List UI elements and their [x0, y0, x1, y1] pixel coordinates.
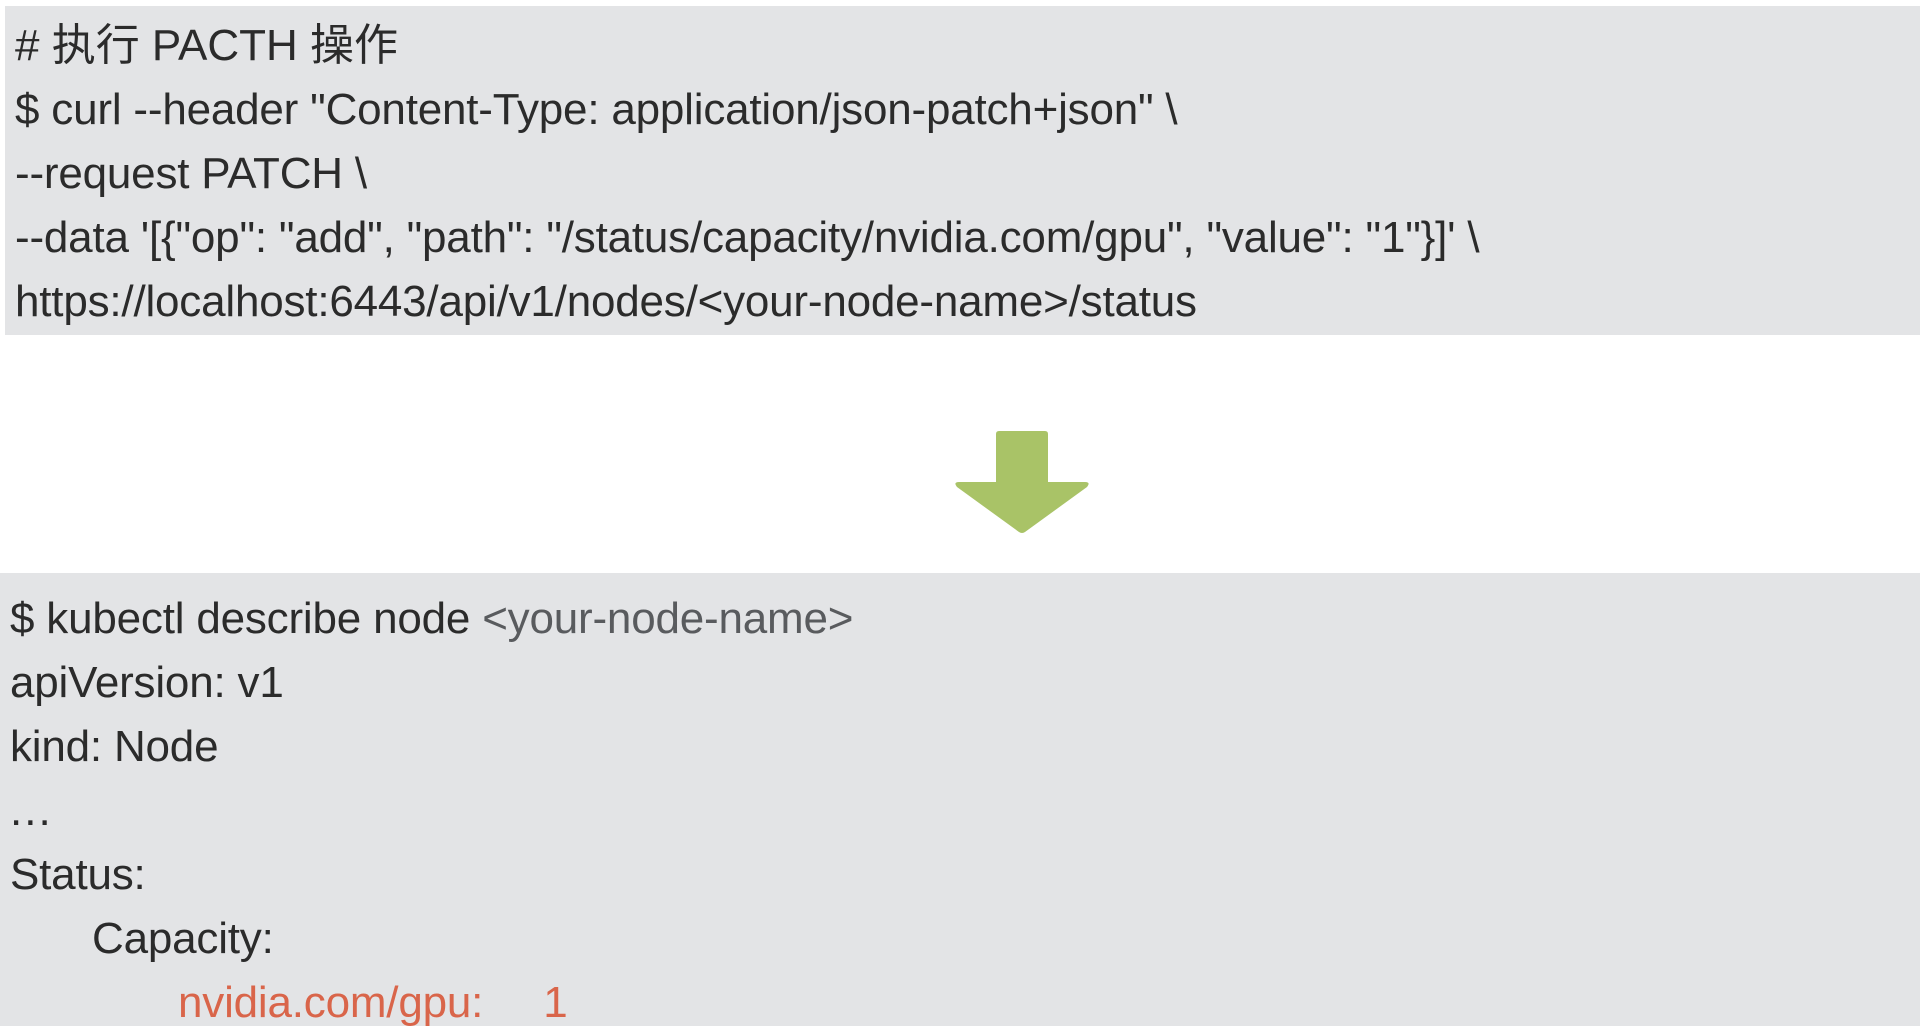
- code-line-kind: kind: Node: [10, 722, 219, 771]
- code-line-status: Status:: [10, 850, 146, 899]
- down-arrow-icon: [952, 428, 1092, 536]
- code-line-api-url: https://localhost:6443/api/v1/nodes/<you…: [15, 277, 1197, 326]
- describe-node-output-block: $ kubectl describe node <your-node-name>…: [0, 573, 1920, 1027]
- code-line-capacity: Capacity:: [92, 914, 274, 963]
- code-line-api-version: apiVersion: v1: [10, 658, 284, 707]
- code-line-gpu-capacity: nvidia.com/gpu: 1: [178, 978, 568, 1027]
- code-line-comment: # 执行 PACTH 操作: [15, 21, 399, 70]
- patch-command-block: # 执行 PACTH 操作 $ curl --header "Content-T…: [5, 6, 1920, 335]
- node-name-placeholder: <your-node-name>: [482, 594, 854, 643]
- code-line-describe-command: $ kubectl describe node <your-node-name>: [10, 587, 1920, 651]
- code-line-request-method: --request PATCH \: [15, 149, 367, 198]
- describe-command-text: $ kubectl describe node: [10, 594, 483, 643]
- code-line-curl-header: $ curl --header "Content-Type: applicati…: [15, 85, 1178, 134]
- code-line-data-payload: --data '[{"op": "add", "path": "/status/…: [15, 213, 1480, 262]
- code-line-ellipsis: ...: [10, 786, 53, 835]
